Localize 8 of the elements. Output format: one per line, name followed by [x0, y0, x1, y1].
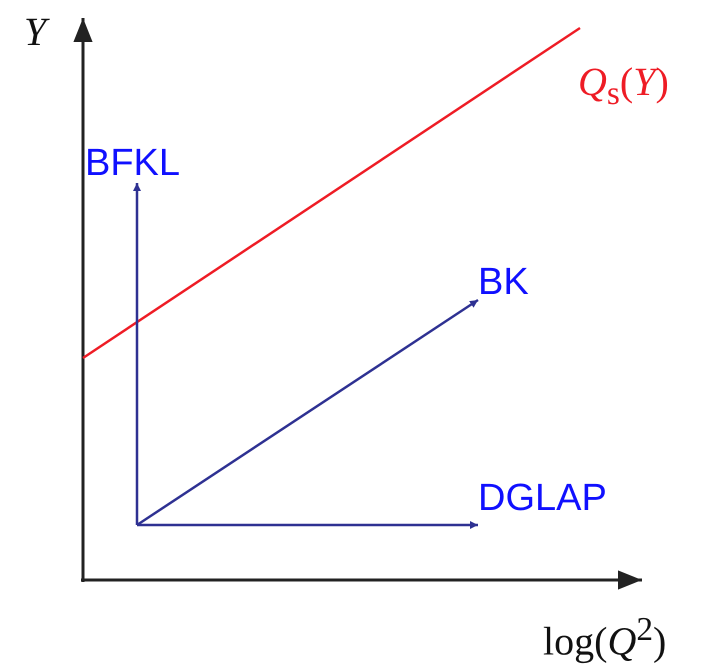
- arrow: [136, 298, 479, 526]
- arrow: [133, 183, 141, 525]
- evolution-label: DGLAP: [478, 478, 630, 528]
- arrow: [137, 521, 478, 529]
- axis-label: log(Q$^{2}$): [543, 610, 666, 664]
- evolution-label: BK: [478, 262, 540, 302]
- evolution-label: BFKL: [85, 143, 193, 183]
- curve-label: Q$_{s}$(Y): [578, 60, 669, 114]
